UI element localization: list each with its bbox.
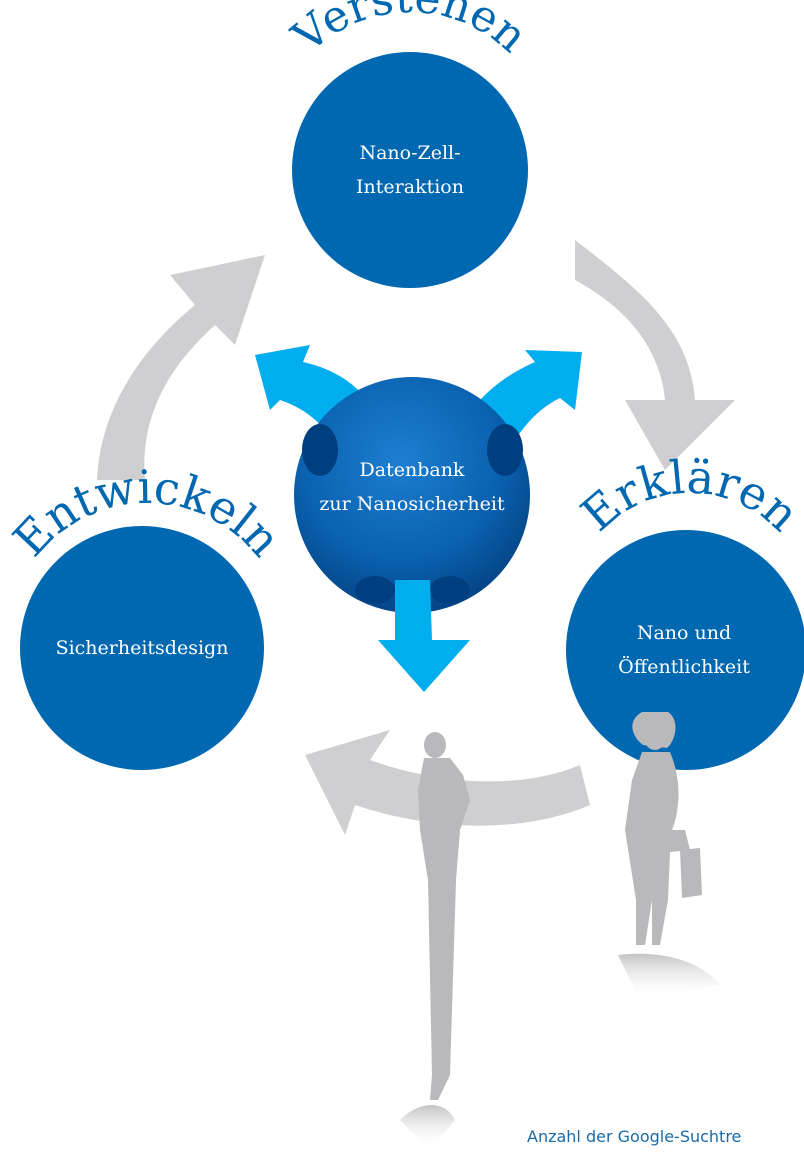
circle-entwickeln-label: Sicherheitsdesign bbox=[20, 526, 264, 770]
database-sphere bbox=[294, 377, 530, 613]
child-silhouette-icon bbox=[400, 732, 470, 1150]
circle-verstehen bbox=[292, 52, 528, 288]
circle-erklaeren bbox=[566, 530, 804, 770]
circle-entwickeln bbox=[20, 526, 264, 770]
cycle-arrow-right bbox=[575, 240, 735, 470]
cyan-arrow-down bbox=[378, 580, 470, 692]
erklaeren-text: Nano und Öffentlichkeit bbox=[618, 622, 750, 678]
circle-erklaeren-label: Nano und Öffentlichkeit bbox=[566, 530, 802, 770]
entwickeln-text: Sicherheitsdesign bbox=[55, 637, 229, 659]
cycle-arrow-left bbox=[97, 255, 265, 480]
database-text: Datenbank zur Nanosicherheit bbox=[319, 459, 505, 515]
database-sphere-label: Datenbank zur Nanosicherheit bbox=[294, 377, 530, 613]
woman-silhouette-icon bbox=[618, 712, 720, 1000]
footnote-text: Anzahl der Google-Suchtre bbox=[527, 1127, 742, 1146]
verstehen-text: Nano-Zell- Interaktion bbox=[356, 142, 464, 198]
circle-verstehen-label: Nano-Zell- Interaktion bbox=[292, 52, 528, 288]
heading-erklaeren: Erklären bbox=[571, 449, 804, 541]
